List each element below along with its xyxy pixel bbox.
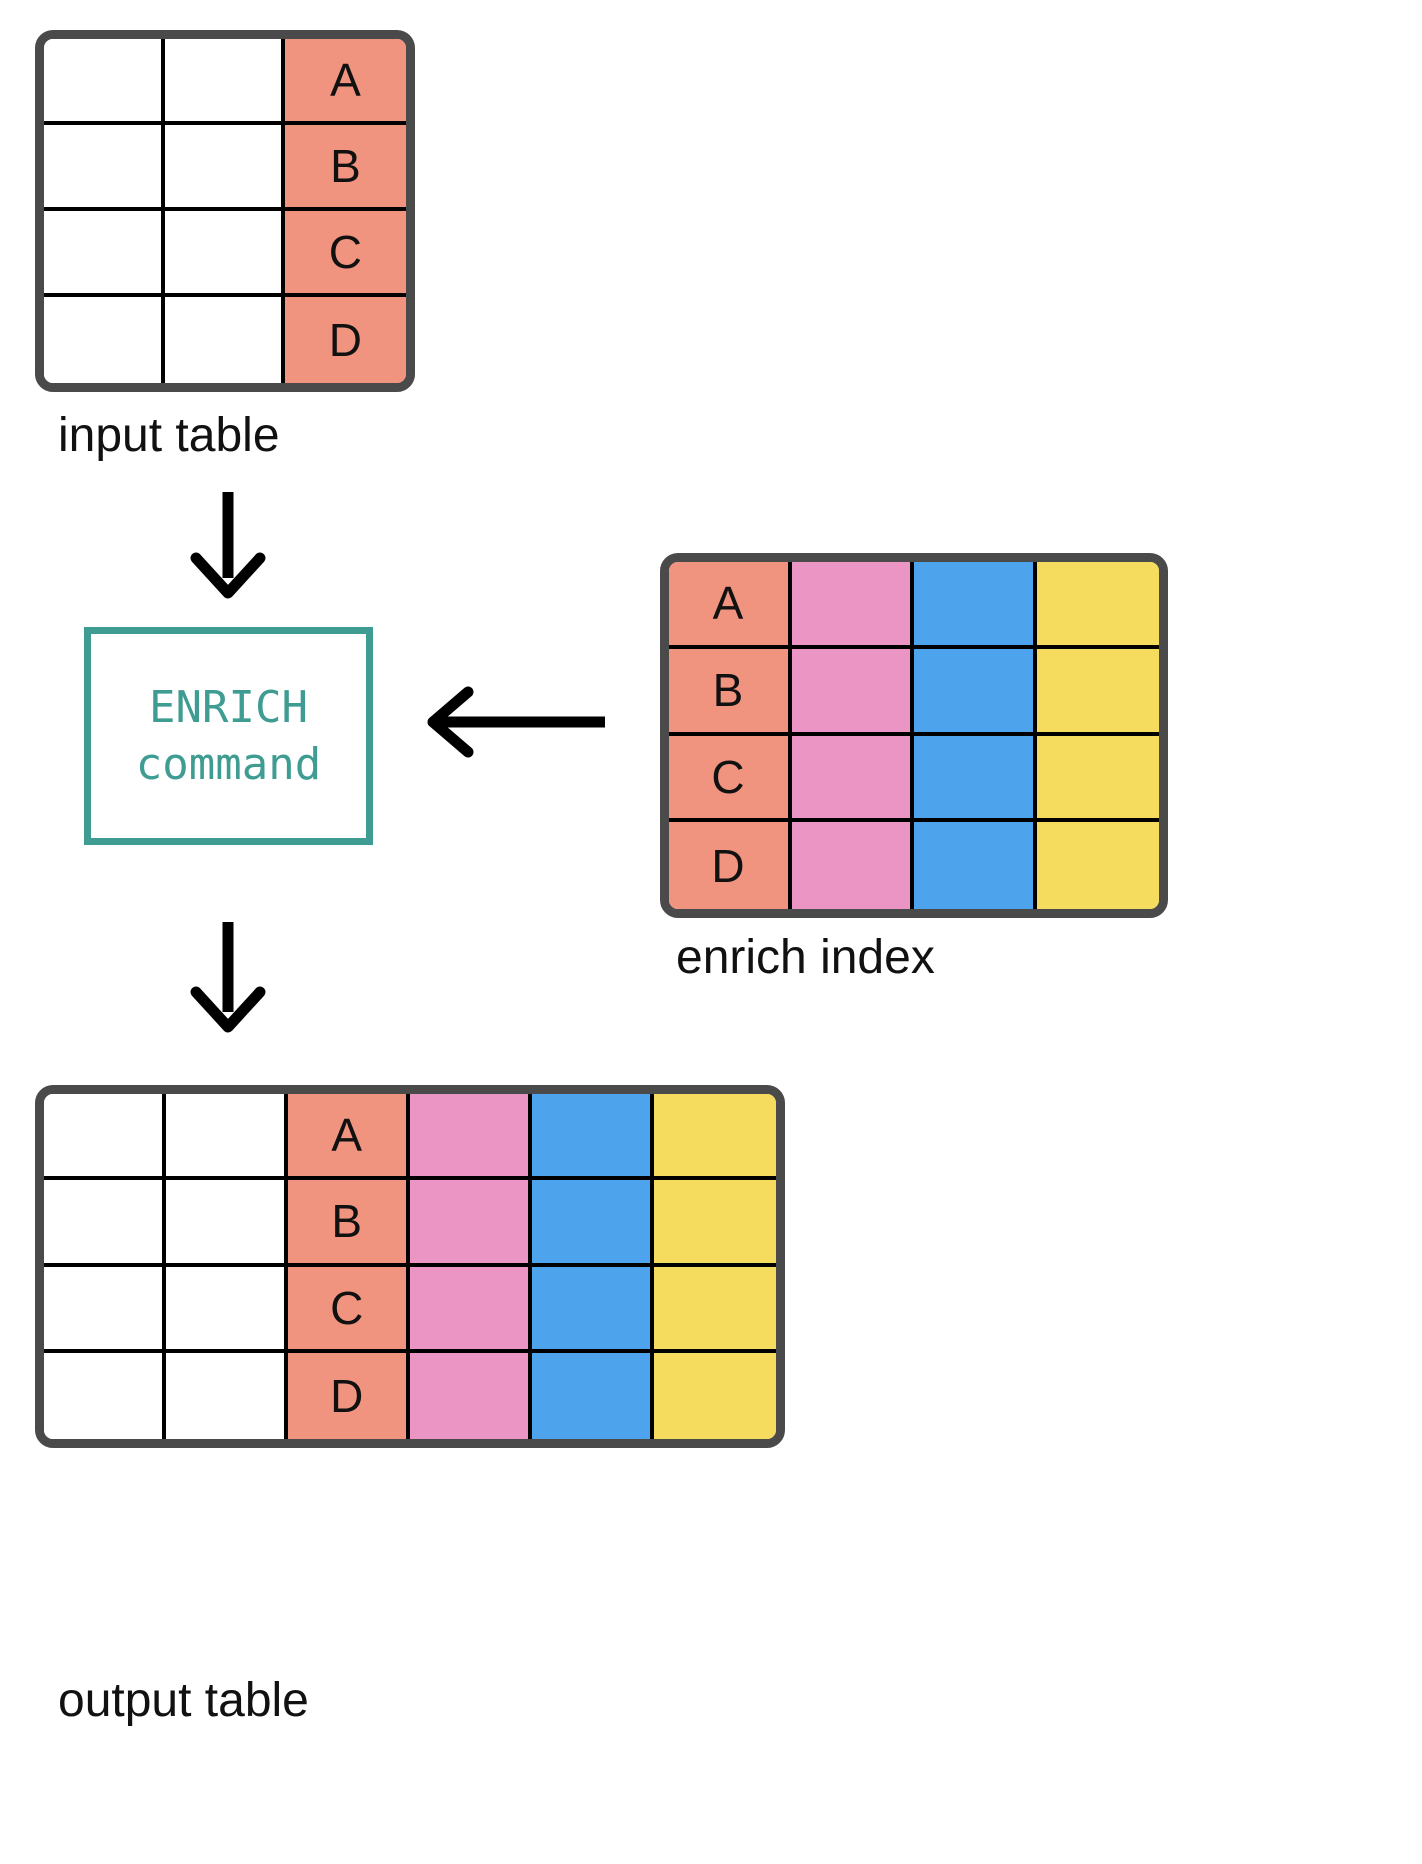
table-cell-enrich-field-2 [914, 735, 1037, 823]
table-cell-enrich-field-3 [654, 1094, 776, 1181]
table-cell-enrich-field-1 [410, 1094, 532, 1181]
table-cell-match-key-C: C [669, 735, 792, 823]
table-cell-enrich-field-1 [791, 562, 914, 649]
input-table-caption: input table [58, 409, 280, 462]
table-cell-col-2 [164, 297, 286, 383]
table-cell-enrich-field-1 [410, 1180, 532, 1267]
table-cell-enrich-field-1 [791, 822, 914, 909]
command-kind-label: command [135, 739, 322, 790]
arrow-index-to-command [420, 682, 605, 762]
table-cell-col-2 [164, 125, 286, 211]
table-cell-enrich-field-3 [1036, 648, 1159, 736]
table-cell-match-key-A: A [669, 562, 792, 649]
table-cell-enrich-field-3 [654, 1266, 776, 1353]
table-cell-match-key-D: D [669, 822, 792, 909]
table-cell-enrich-field-1 [791, 735, 914, 823]
table-cell-enrich-field-2 [532, 1352, 654, 1439]
table-cell-col-2 [166, 1094, 288, 1181]
table-cell-match-key-D: D [288, 1352, 410, 1439]
table-cell-enrich-field-2 [532, 1180, 654, 1267]
table-cell-match-key-A: A [285, 39, 406, 125]
table-cell-match-key-C: C [285, 211, 406, 297]
output-table-caption: output table [58, 1674, 309, 1727]
table-cell-enrich-field-3 [654, 1352, 776, 1439]
table-cell-enrich-field-2 [914, 562, 1037, 649]
table-cell-col-1 [44, 297, 165, 383]
table-cell-col-2 [166, 1352, 288, 1439]
table-cell-enrich-field-3 [1036, 822, 1159, 909]
table-cell-enrich-field-1 [791, 648, 914, 736]
table-cell-match-key-B: B [288, 1180, 410, 1267]
table-cell-enrich-field-1 [410, 1352, 532, 1439]
table-cell-col-1 [44, 1352, 166, 1439]
table-cell-col-1 [44, 39, 165, 125]
table-cell-enrich-field-3 [1036, 735, 1159, 823]
table-cell-col-1 [44, 1094, 166, 1181]
table-cell-col-1 [44, 211, 165, 297]
arrow-command-to-output [178, 922, 278, 1037]
table-cell-match-key-D: D [285, 297, 406, 383]
table-cell-match-key-B: B [285, 125, 406, 211]
table-cell-col-1 [44, 125, 165, 211]
arrow-input-to-command [178, 492, 278, 602]
table-cell-enrich-field-2 [914, 822, 1037, 909]
enrich-command-box[interactable]: ENRICH command [84, 627, 373, 845]
table-cell-col-1 [44, 1180, 166, 1267]
table-cell-match-key-A: A [288, 1094, 410, 1181]
table-cell-enrich-field-2 [532, 1094, 654, 1181]
table-cell-col-2 [166, 1180, 288, 1267]
table-cell-match-key-B: B [669, 648, 792, 736]
table-cell-enrich-field-3 [654, 1180, 776, 1267]
table-cell-col-2 [164, 39, 286, 125]
table-cell-enrich-field-2 [532, 1266, 654, 1353]
table-cell-col-2 [164, 211, 286, 297]
table-cell-enrich-field-1 [410, 1266, 532, 1353]
table-cell-col-2 [166, 1266, 288, 1353]
command-name-label: ENRICH [149, 682, 308, 733]
enrich-index-caption: enrich index [676, 931, 935, 984]
table-cell-match-key-C: C [288, 1266, 410, 1353]
table-cell-enrich-field-3 [1036, 562, 1159, 649]
table-cell-col-1 [44, 1266, 166, 1353]
table-cell-enrich-field-2 [914, 648, 1037, 736]
